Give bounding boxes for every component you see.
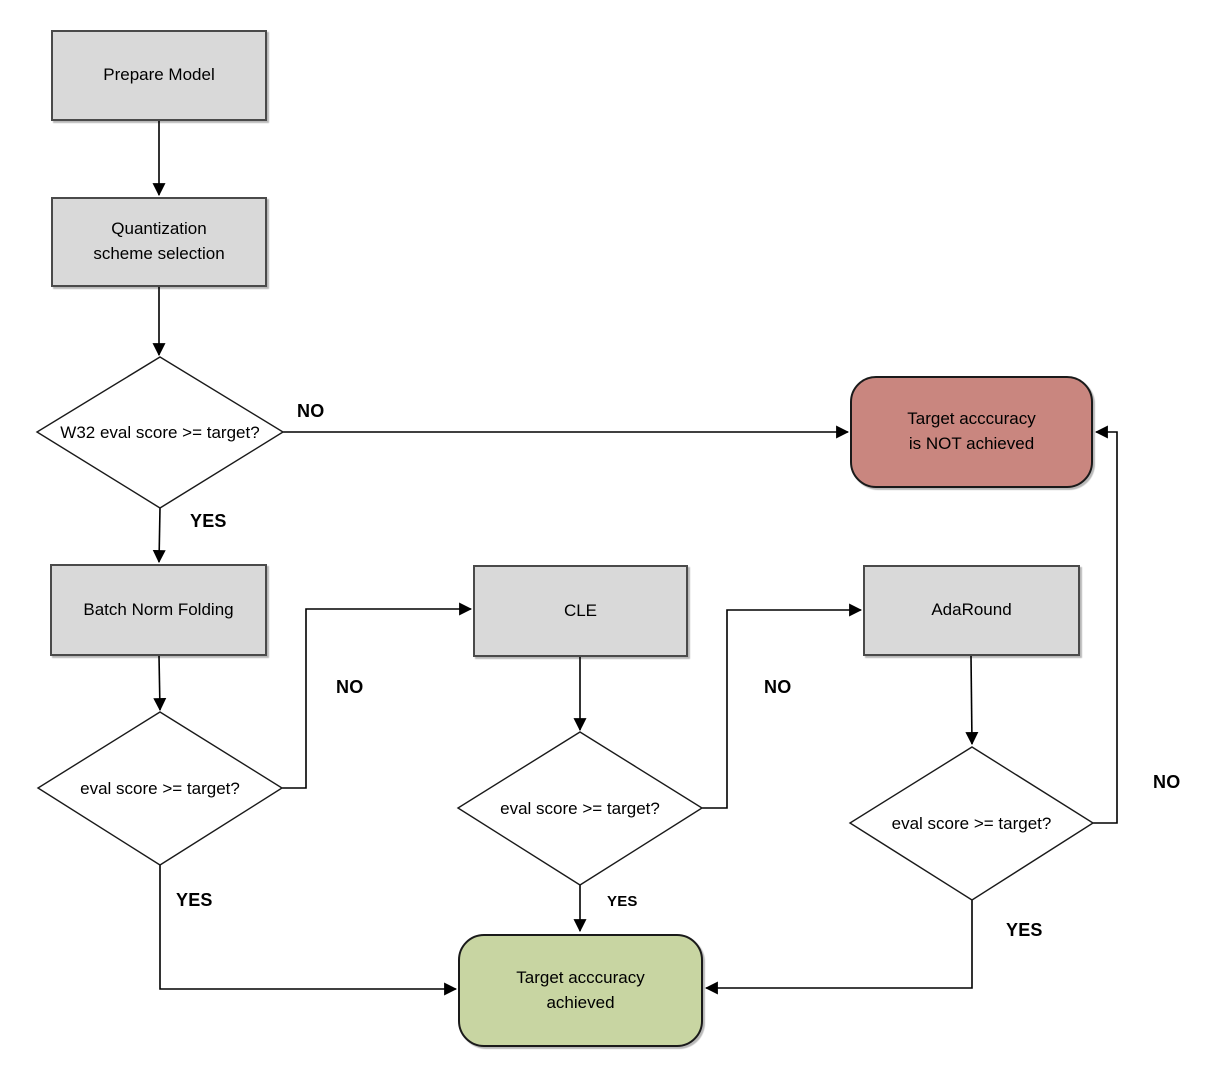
node-quantization-scheme-selection-label: Quantization scheme selection [93,219,225,263]
edge-label-cle-no: NO [764,677,792,697]
edge-adaround-to-adaround-decision [965,655,979,746]
edge-bnf-yes-to-success [159,865,458,996]
edge-batchnorm-to-bnf-decision [153,655,167,712]
node-batch-norm-folding: Batch Norm Folding [50,564,267,656]
edge-label-w32-yes: YES [190,511,227,531]
edge-cle-no-to-adaround [702,603,863,809]
node-cle: CLE [473,565,688,657]
node-adaround-label: AdaRound [931,600,1012,620]
edge-label-adaround-yes: YES [1006,920,1043,940]
edge-label-cle-yes: YES [607,893,638,910]
decision-shape-adaround-eval [848,746,1095,901]
edge-label-w32-no: NO [297,401,325,421]
node-prepare-model-label: Prepare Model [103,65,215,85]
edge-label-bnf-no: NO [336,677,364,697]
node-target-accuracy-not-achieved: Target acccuracy is NOT achieved [850,376,1093,488]
node-quantization-scheme-selection: Quantization scheme selection [51,197,267,287]
edge-adaround-yes-to-success [704,900,973,995]
edge-label-adaround-no: NO [1153,772,1181,792]
node-target-accuracy-achieved: Target acccuracy achieved [458,934,703,1047]
decision-shape-cle-eval [456,731,704,886]
node-target-accuracy-not-achieved-label: Target acccuracy is NOT achieved [907,409,1036,453]
node-batch-norm-folding-label: Batch Norm Folding [83,599,234,619]
edge-adaround-no-to-fail [1093,425,1118,824]
node-prepare-model: Prepare Model [51,30,267,121]
node-target-accuracy-achieved-label: Target acccuracy achieved [516,967,645,1012]
node-adaround: AdaRound [863,565,1080,656]
decision-shape-w32-eval [35,356,285,509]
edge-bnf-no-to-cle [282,602,473,789]
edge-w32-yes-to-batchnorm [152,507,166,564]
edge-label-bnf-yes: YES [176,890,213,910]
decision-shape-bnf-eval [36,711,284,866]
node-cle-label: CLE [563,600,598,620]
